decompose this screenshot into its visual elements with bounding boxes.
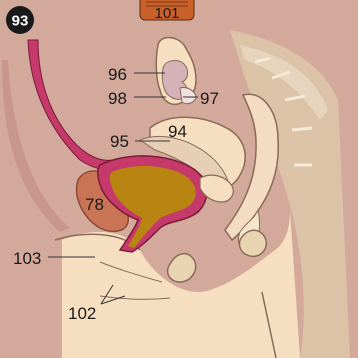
label-95: 95 (110, 132, 129, 151)
figure-number-badge: 93 (6, 6, 34, 34)
top-cutoff-box: 101 (140, 0, 194, 22)
figure-number: 93 (12, 13, 29, 30)
coccyx-bone (239, 230, 266, 256)
label-94: 94 (168, 122, 187, 141)
label-96: 96 (108, 65, 127, 84)
label-103: 103 (13, 249, 41, 268)
label-102: 102 (68, 304, 96, 323)
label-78: 78 (85, 195, 104, 214)
label-97: 97 (200, 89, 219, 108)
label-98: 98 (108, 89, 127, 108)
top-cutoff-label: 101 (154, 5, 179, 22)
